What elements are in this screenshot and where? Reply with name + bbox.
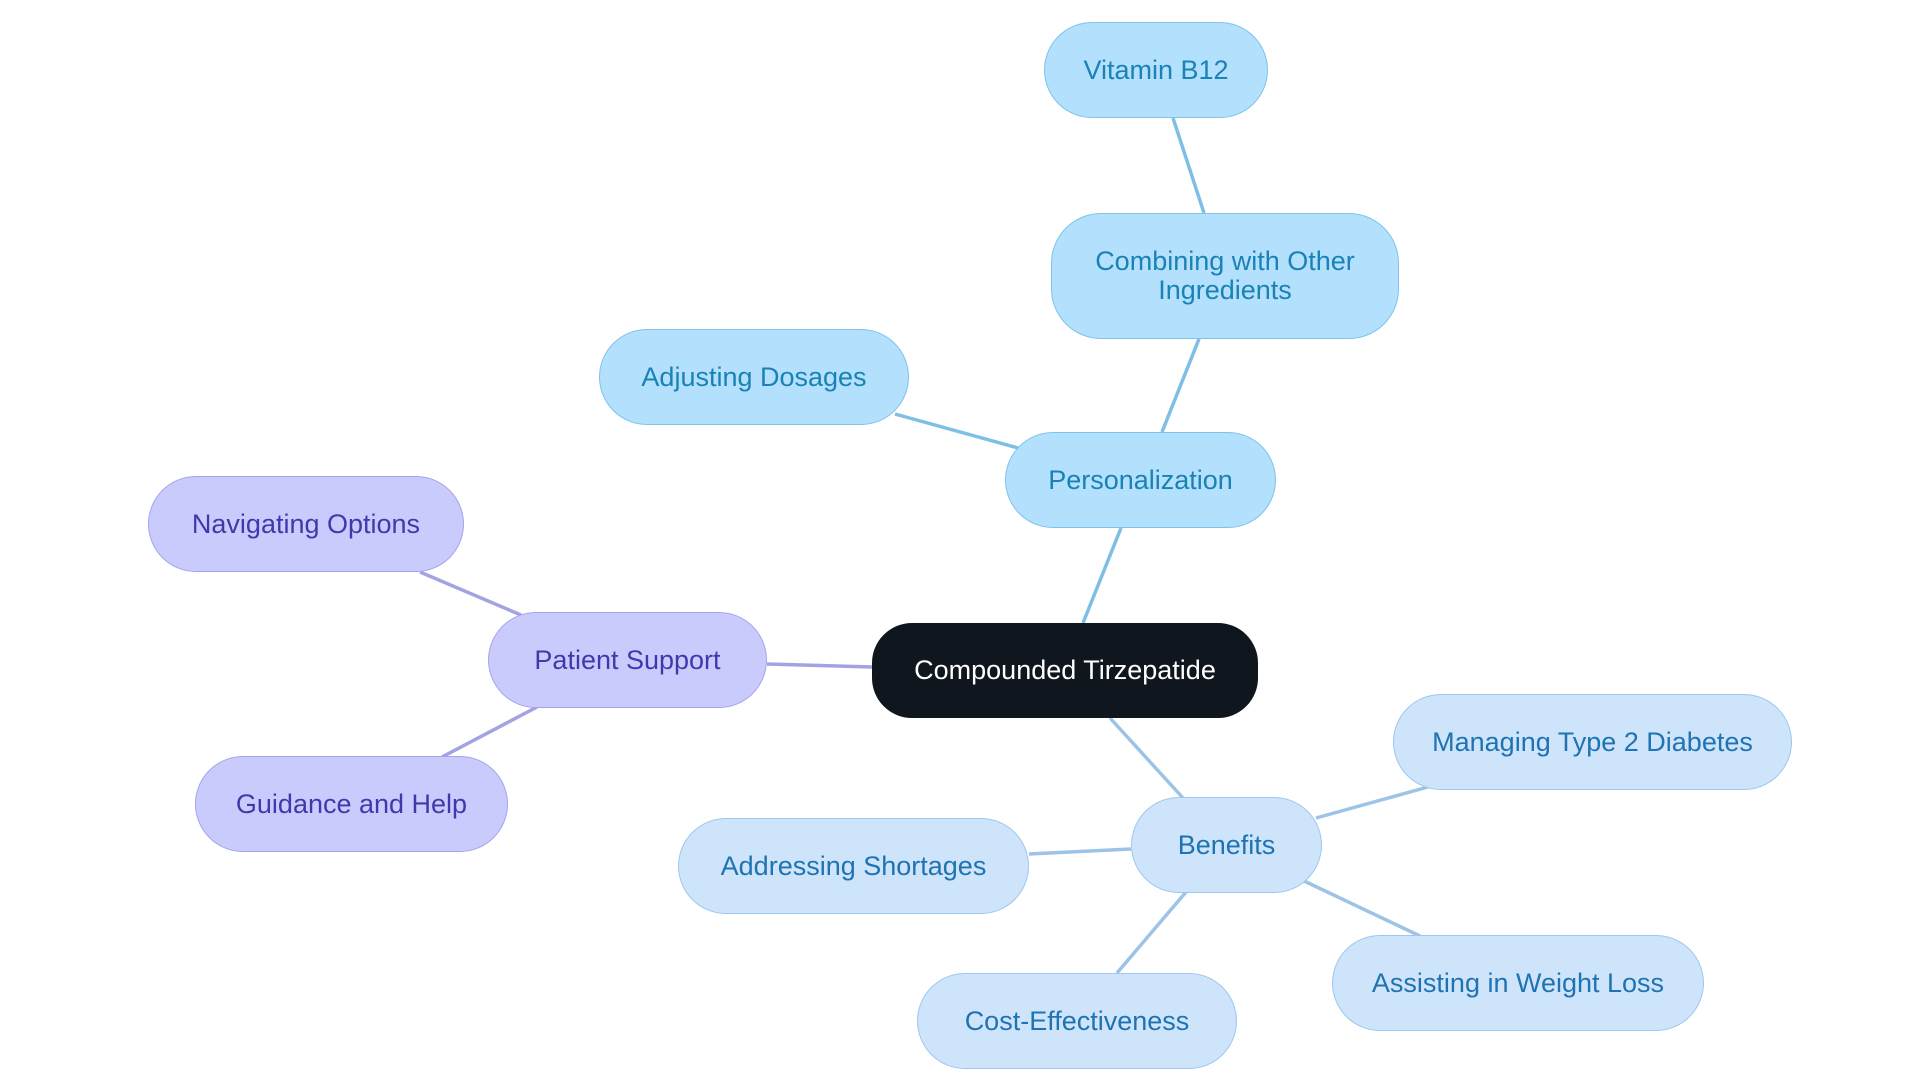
edge-root-personalization: [1081, 527, 1123, 624]
edge-benefits-weight: [1301, 878, 1421, 938]
vitamin-b12-node[interactable]: Vitamin B12: [1044, 22, 1268, 118]
adjusting-dosages-node-label: Adjusting Dosages: [641, 361, 867, 392]
combining-ingredients-node[interactable]: Combining with Other Ingredients: [1051, 213, 1399, 339]
guidance-and-help-node[interactable]: Guidance and Help: [195, 756, 508, 852]
patient-support-node[interactable]: Patient Support: [488, 612, 767, 708]
edge-root-benefits: [1108, 716, 1185, 800]
personalization-node[interactable]: Personalization: [1005, 432, 1276, 528]
edge-personalization-adjusting: [894, 412, 1019, 450]
navigating-options-node-label: Navigating Options: [191, 508, 421, 539]
addressing-shortages-node-label: Addressing Shortages: [720, 850, 987, 881]
assisting-weight-loss-node[interactable]: Assisting in Weight Loss: [1332, 935, 1704, 1031]
edge-benefits-cost: [1115, 890, 1188, 975]
combining-ingredients-label-line-2: Ingredients: [1158, 275, 1292, 305]
vitamin-b12-node-label: Vitamin B12: [1083, 54, 1229, 85]
root-node[interactable]: Compounded Tirzepatide: [872, 623, 1258, 718]
patient-support-node-label: Patient Support: [534, 644, 721, 675]
managing-type-2-diabetes-node[interactable]: Managing Type 2 Diabetes: [1393, 694, 1792, 790]
edge-benefits-managing: [1315, 785, 1429, 820]
benefits-node[interactable]: Benefits: [1131, 797, 1322, 893]
addressing-shortages-node[interactable]: Addressing Shortages: [678, 818, 1029, 914]
edge-patient-support-guidance: [441, 705, 538, 759]
navigating-options-node[interactable]: Navigating Options: [148, 476, 464, 572]
assisting-weight-loss-node-label: Assisting in Weight Loss: [1371, 967, 1665, 998]
edge-patient-support-navigating: [419, 570, 522, 617]
edge-root-patient-support: [766, 662, 873, 669]
root-node-label: Compounded Tirzepatide: [914, 655, 1216, 686]
personalization-node-label: Personalization: [1048, 464, 1233, 495]
benefits-node-label: Benefits: [1177, 829, 1276, 860]
adjusting-dosages-node[interactable]: Adjusting Dosages: [599, 329, 909, 425]
combining-ingredients-label-line-1: Combining with Other: [1095, 246, 1355, 277]
edge-personalization-combining: [1160, 338, 1201, 433]
cost-effectiveness-node[interactable]: Cost-Effectiveness: [917, 973, 1237, 1069]
edge-combining-b12: [1171, 117, 1206, 214]
managing-type-2-diabetes-node-label: Managing Type 2 Diabetes: [1432, 726, 1753, 757]
edge-benefits-addressing: [1028, 847, 1132, 856]
cost-effectiveness-node-label: Cost-Effectiveness: [964, 1005, 1190, 1036]
guidance-and-help-node-label: Guidance and Help: [235, 788, 468, 819]
